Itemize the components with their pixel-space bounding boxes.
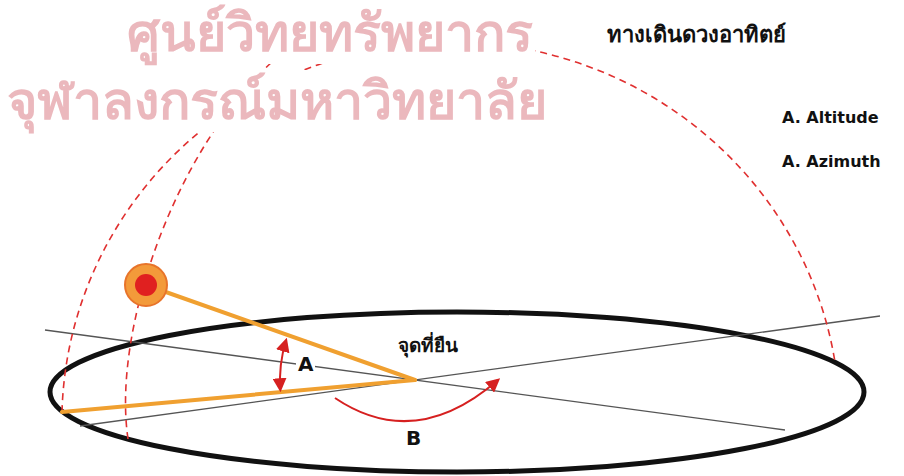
horizon-ellipse	[50, 312, 864, 472]
angle-label: B	[404, 426, 423, 450]
diagram-title-label: ทางเดินดวงอาทิตย์	[605, 22, 788, 48]
sun-disc	[125, 264, 167, 306]
ground-projection-line	[62, 380, 415, 412]
direction-line	[80, 316, 880, 426]
sun-core	[135, 274, 157, 296]
watermark-text: จุฬาลงกรณ์มหาวิทยาลัย	[5, 70, 549, 132]
legend-note: A. Altitude	[780, 108, 881, 127]
angle-label: A	[296, 352, 315, 376]
altitude-arc	[280, 341, 286, 390]
watermark-text: ศูนย์วิทยทรัพยากร	[125, 2, 535, 64]
legend-note: A. Azimuth	[780, 152, 883, 171]
azimuth-arc	[335, 380, 498, 421]
observer-label: จุดที่ยืน	[396, 334, 460, 357]
